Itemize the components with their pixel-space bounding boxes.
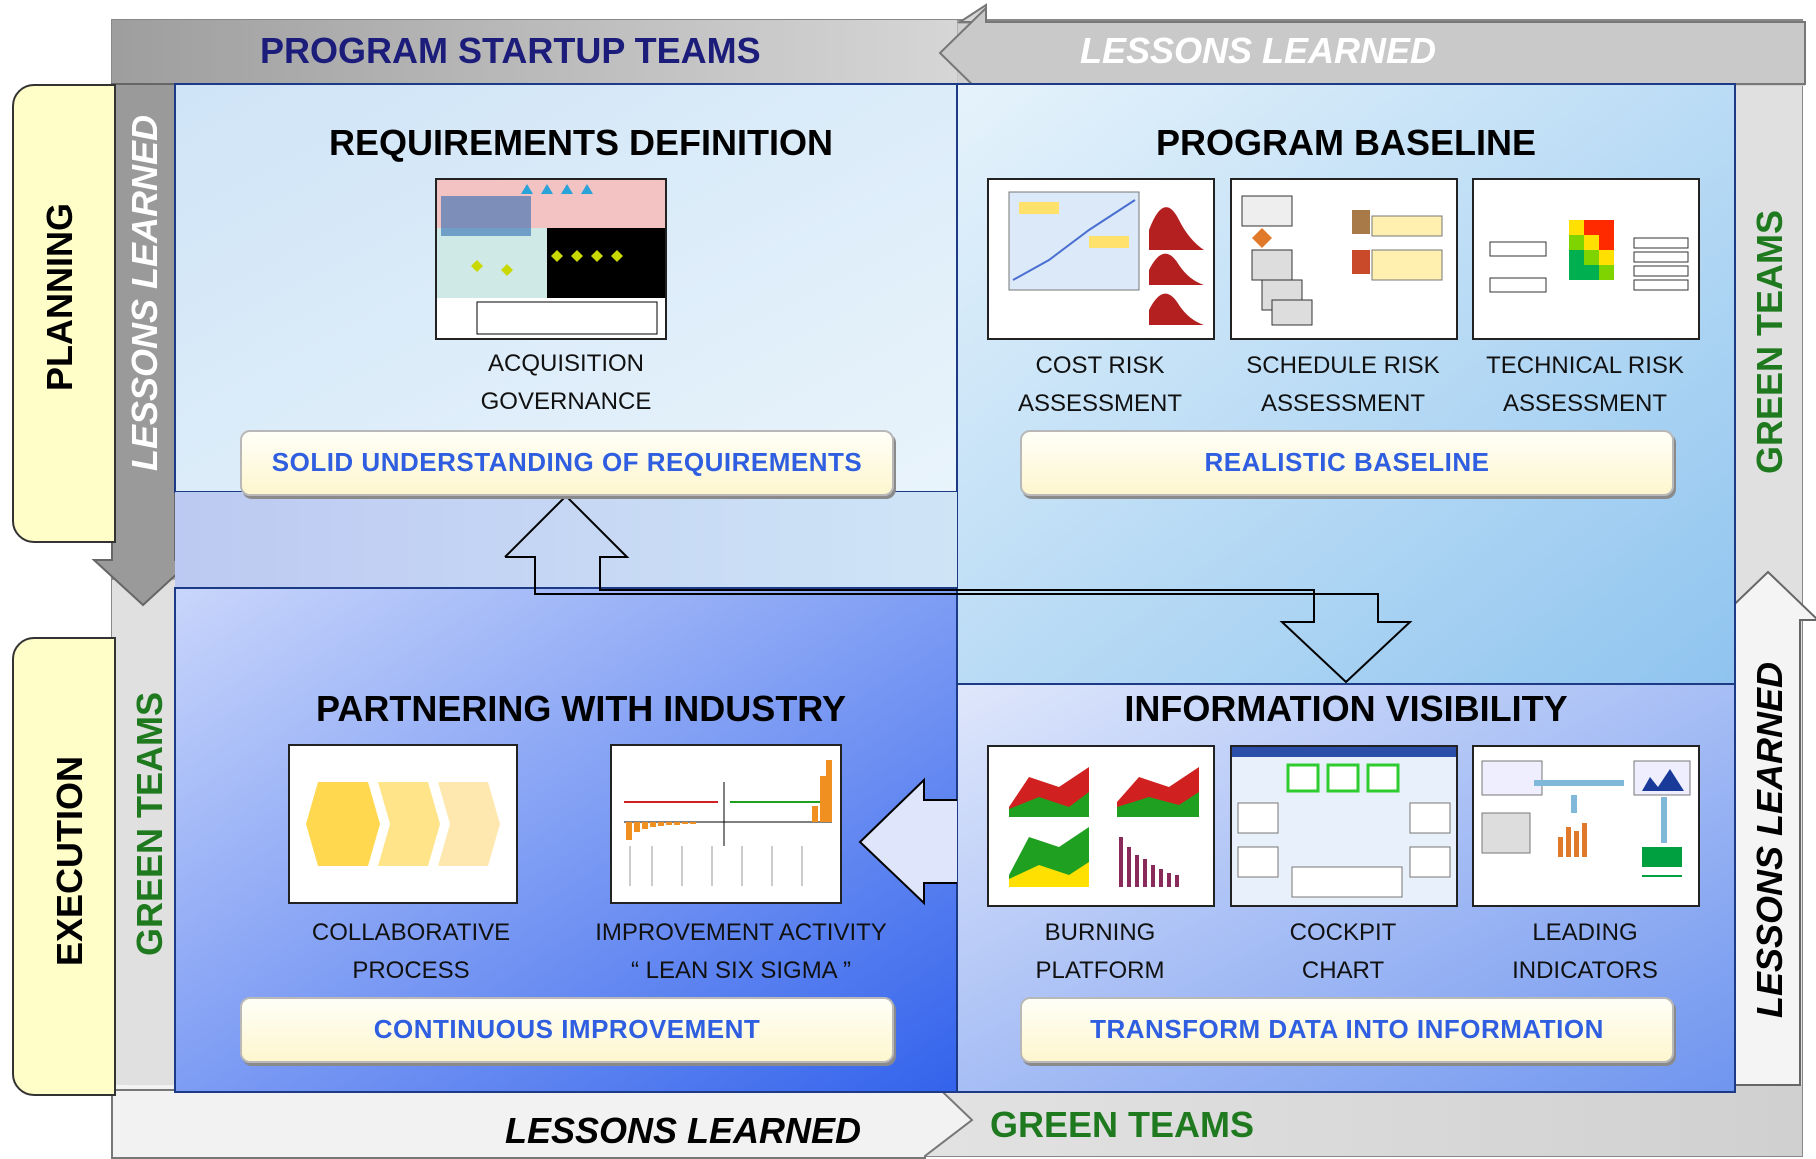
planning-label: PLANNING [39,203,80,391]
baseline-banner [1020,430,1674,496]
lessons-learned-right-label: LESSONS LEARNED [1749,661,1790,1018]
burning-platform-caption: BURNING PLATFORM [969,914,1231,990]
partnering-with-industry-title: PARTNERING WITH INDUSTRY [316,688,846,729]
requirements-definition-title: REQUIREMENTS DEFINITION [328,122,834,163]
visibility-banner [1020,997,1674,1063]
program-startup-teams-label: PROGRAM STARTUP TEAMS [260,30,761,71]
caption-line: LEADING [1532,919,1638,946]
caption-line: ASSESSMENT [1502,390,1668,417]
execution-label: EXECUTION [49,755,90,966]
green-teams-right-label: GREEN TEAMS [1749,209,1790,474]
lessons-learned-top-label: LESSONS LEARNED [1080,30,1437,71]
cockpit-chart-caption: COCKPIT CHART [1212,914,1474,990]
technical-risk-caption: TECHNICAL RISK ASSESSMENT [1454,347,1716,423]
lessons-learned-left-label: LESSONS LEARNED [124,114,165,471]
caption-line: COST RISK [1035,352,1165,379]
caption-line: IMPROVEMENT ACTIVITY [595,919,887,946]
planning-tab [12,84,116,543]
technical-risk-thumbnail [1472,178,1700,340]
execution-tab [12,637,116,1096]
caption-line: “ LEAN SIX SIGMA ” [630,957,852,984]
caption-line: SCHEDULE RISK [1246,352,1440,379]
burning-platform-thumbnail [987,745,1215,907]
lean-six-sigma-thumbnail [610,744,842,904]
caption-line: GOVERNANCE [480,388,652,415]
information-visibility-title: INFORMATION VISIBILITY [1124,688,1568,729]
caption-line: PROCESS [352,957,470,984]
program-baseline-title: PROGRAM BASELINE [1155,122,1537,163]
caption-line: TECHNICAL RISK [1486,352,1684,379]
improvement-activity-caption: IMPROVEMENT ACTIVITY “ LEAN SIX SIGMA ” [576,914,906,990]
leading-indicators-thumbnail [1472,745,1700,907]
caption-line: ASSESSMENT [1017,390,1183,417]
caption-line: COCKPIT [1289,919,1397,946]
cockpit-chart-thumbnail [1230,745,1458,907]
caption-line: ACQUISITION [487,350,644,377]
green-teams-left-label: GREEN TEAMS [129,691,170,956]
caption-line: INDICATORS [1512,957,1658,984]
lessons-learned-bottom-label: LESSONS LEARNED [505,1110,862,1151]
partnering-banner-text: CONTINUOUS IMPROVEMENT [373,1014,761,1044]
green-teams-bottom-label: GREEN TEAMS [990,1104,1255,1145]
cost-risk-thumbnail [987,178,1215,340]
caption-line: CHART [1301,957,1385,984]
partnering-banner [240,997,894,1063]
acquisition-governance-thumbnail [435,178,667,340]
cost-risk-caption: COST RISK ASSESSMENT [969,347,1231,423]
collaborative-process-thumbnail [288,744,518,904]
schedule-risk-thumbnail [1230,178,1458,340]
caption-line: PLATFORM [1035,957,1165,984]
schedule-risk-caption: SCHEDULE RISK ASSESSMENT [1212,347,1474,423]
visibility-banner-text: TRANSFORM DATA INTO INFORMATION [1090,1014,1604,1044]
requirements-banner-text: SOLID UNDERSTANDING OF REQUIREMENTS [271,447,863,477]
collaborative-process-caption: COLLABORATIVE PROCESS [280,914,542,990]
caption-line: COLLABORATIVE [311,919,511,946]
requirements-banner [240,430,894,496]
baseline-banner-text: REALISTIC BASELINE [1204,447,1490,477]
caption-line: ASSESSMENT [1260,390,1426,417]
caption-line: BURNING [1044,919,1156,946]
acquisition-governance-caption: ACQUISITION GOVERNANCE [435,345,697,421]
leading-indicators-caption: LEADING INDICATORS [1454,914,1716,990]
